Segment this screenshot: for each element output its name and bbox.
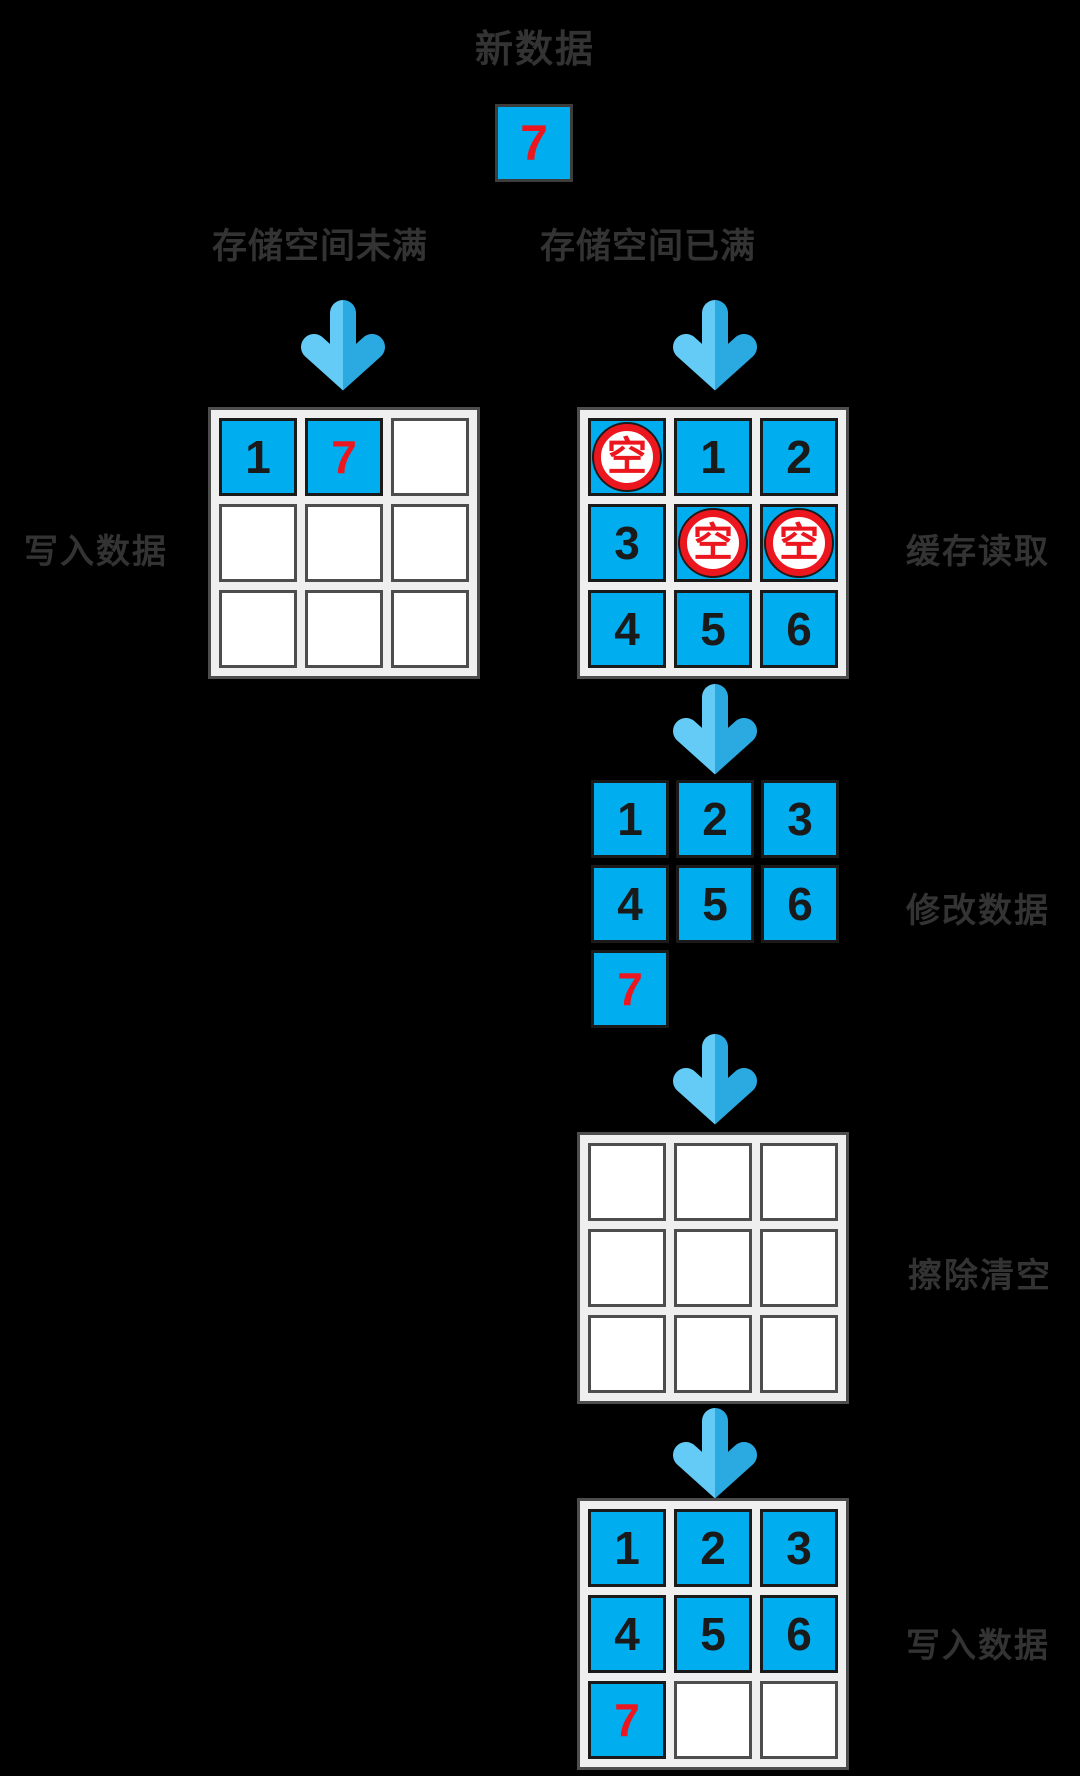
- branch-label-not-full: 存储空间未满: [211, 227, 428, 266]
- grid-cell: 3: [760, 1509, 838, 1587]
- label-write-data: 写入数据: [24, 533, 168, 571]
- cell-number: 2: [786, 431, 812, 483]
- label-cache-read: 缓存读取: [906, 533, 1050, 571]
- grid-cell: [305, 504, 383, 582]
- cell-number: 7: [614, 1694, 640, 1746]
- cell-number: 1: [700, 431, 726, 483]
- new-data-cell: 7: [495, 104, 573, 182]
- page-title: 新数据: [474, 29, 595, 71]
- cell-number: 5: [700, 603, 726, 655]
- grid-cell: 1: [588, 1509, 666, 1587]
- cell-number: 5: [700, 1608, 726, 1660]
- grid-cell: 2: [676, 780, 754, 858]
- grid-cell: 3: [761, 780, 839, 858]
- grid-cell: [219, 504, 297, 582]
- cell-number: 5: [702, 878, 728, 930]
- grid-modified-data: 1 2 3 4 5 6 7: [591, 780, 839, 1028]
- cell-number: 1: [617, 793, 643, 845]
- grid-cell: 4: [591, 865, 669, 943]
- grid-cell: 5: [674, 1595, 752, 1673]
- grid-cell: 5: [676, 865, 754, 943]
- grid-cell: 1: [219, 418, 297, 496]
- grid-cell-empty: 空: [760, 504, 838, 582]
- grid-cell: [674, 1315, 752, 1393]
- empty-marker-badge: 空: [680, 510, 746, 576]
- down-arrow-icon: [299, 300, 387, 394]
- empty-marker-badge: 空: [594, 424, 660, 490]
- branch-label-full: 存储空间已满: [539, 227, 756, 266]
- grid-final-write: 1 2 3 4 5 6 7: [577, 1498, 849, 1770]
- down-arrow-icon: [671, 1408, 759, 1502]
- cell-number: 3: [786, 1522, 812, 1574]
- label-modify-data: 修改数据: [906, 892, 1050, 930]
- down-arrow-icon: [671, 684, 759, 778]
- grid-cell: [588, 1143, 666, 1221]
- grid-cell: [588, 1315, 666, 1393]
- label-write-data-final: 写入数据: [906, 1627, 1050, 1665]
- grid-cell: [391, 590, 469, 668]
- cell-number: 2: [702, 793, 728, 845]
- grid-cell: [760, 1315, 838, 1393]
- grid-cell: [674, 1229, 752, 1307]
- grid-cell: [760, 1229, 838, 1307]
- grid-cell: 6: [761, 865, 839, 943]
- down-arrow-icon: [671, 1034, 759, 1128]
- grid-cell: 2: [760, 418, 838, 496]
- grid-cell: 4: [588, 1595, 666, 1673]
- cell-number: 4: [617, 878, 643, 930]
- grid-cell: [391, 504, 469, 582]
- grid-cell: [760, 1143, 838, 1221]
- cell-number: 3: [614, 517, 640, 569]
- grid-cell-empty: 空: [588, 418, 666, 496]
- grid-cell: 4: [588, 590, 666, 668]
- empty-marker-badge: 空: [766, 510, 832, 576]
- grid-cell: [760, 1681, 838, 1759]
- grid-cell: 7: [588, 1681, 666, 1759]
- cell-number: 7: [331, 431, 357, 483]
- grid-cell: [219, 590, 297, 668]
- cell-number: 4: [614, 1608, 640, 1660]
- grid-cell: [588, 1229, 666, 1307]
- grid-cell-empty: 空: [674, 504, 752, 582]
- grid-cell: 6: [760, 1595, 838, 1673]
- grid-cell: 1: [591, 780, 669, 858]
- cell-number: 1: [245, 431, 271, 483]
- grid-cell: [391, 418, 469, 496]
- cell-number: 4: [614, 603, 640, 655]
- new-data-value: 7: [520, 115, 548, 171]
- grid-cell: 3: [588, 504, 666, 582]
- cell-number: 6: [786, 603, 812, 655]
- cell-number: 7: [617, 963, 643, 1015]
- cell-number: 6: [787, 878, 813, 930]
- cell-number: 2: [700, 1522, 726, 1574]
- grid-erased: [577, 1132, 849, 1404]
- grid-cell: 6: [760, 590, 838, 668]
- grid-cell: [674, 1681, 752, 1759]
- grid-cell: [305, 590, 383, 668]
- label-erase-clear: 擦除清空: [908, 1257, 1052, 1295]
- grid-cell: 5: [674, 590, 752, 668]
- grid-cell: 2: [674, 1509, 752, 1587]
- grid-cell: 7: [591, 950, 669, 1028]
- cell-number: 6: [786, 1608, 812, 1660]
- cell-number: 1: [614, 1522, 640, 1574]
- grid-cell: [674, 1143, 752, 1221]
- cell-number: 3: [787, 793, 813, 845]
- grid-cell: 7: [305, 418, 383, 496]
- down-arrow-icon: [671, 300, 759, 394]
- grid-cell: 1: [674, 418, 752, 496]
